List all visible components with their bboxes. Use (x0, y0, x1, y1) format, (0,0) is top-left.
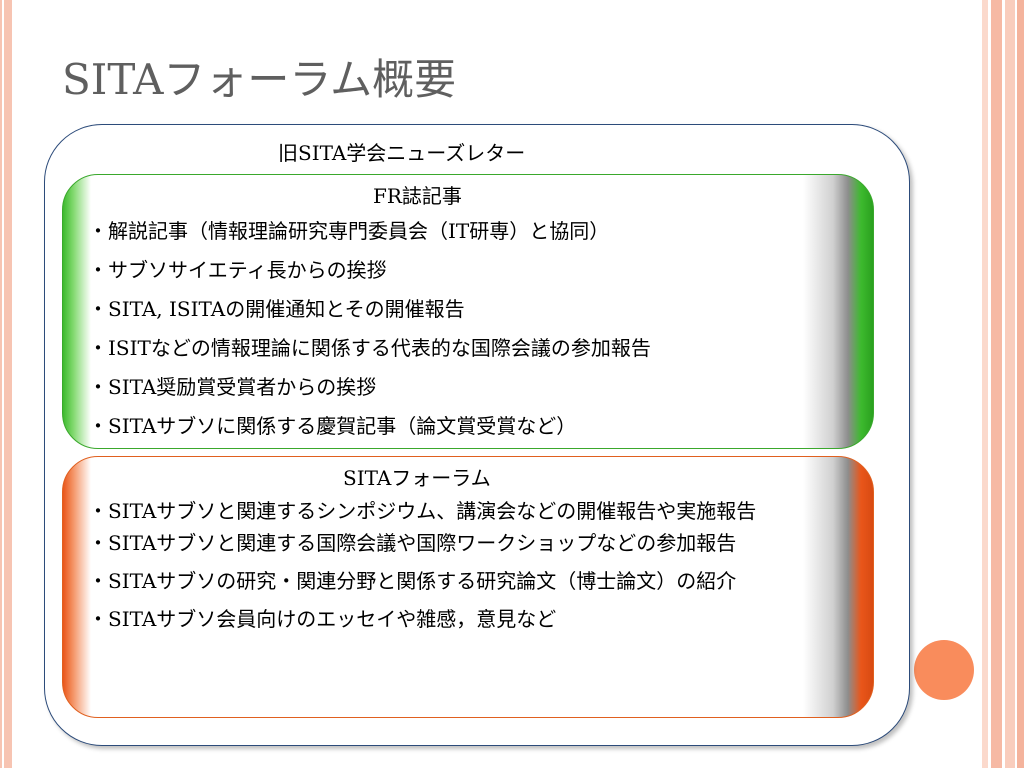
list-item: ・SITAサブソの研究・関連分野と関係する研究論文（博士論文）の紹介 (88, 569, 737, 593)
list-item: ・ISITなどの情報理論に関係する代表的な国際会議の参加報告 (88, 336, 651, 360)
slide-title: SITAフォーラム概要 (62, 55, 457, 104)
fr-articles-list: ・解説記事（情報理論研究専門委員会（IT研専）と協同） ・サブソサイエティ長から… (88, 218, 651, 452)
sita-forum-heading: SITAフォーラム (343, 466, 491, 490)
list-item: ・SITAサブソ会員向けのエッセイや雑感，意見など (88, 607, 557, 631)
right-decorative-stripe (982, 0, 1024, 768)
fr-articles-heading: FR誌記事 (373, 184, 462, 208)
sita-forum-panel (62, 456, 874, 718)
fr-articles-panel (62, 174, 874, 449)
list-item: ・SITAサブソに関係する慶賀記事（論文賞受賞など） (88, 414, 577, 438)
decorative-orange-dot (914, 640, 974, 700)
list-item: ・解説記事（情報理論研究専門委員会（IT研専）と協同） (88, 219, 610, 243)
list-item: ・SITAサブソと関連する国際会議や国際ワークショップなどの参加報告 (88, 531, 737, 555)
outer-box-label: 旧SITA学会ニューズレター (278, 141, 526, 165)
list-item: ・SITA, ISITAの開催通知とその開催報告 (88, 297, 465, 321)
list-item: ・サブソサイエティ長からの挨拶 (88, 258, 387, 282)
left-decorative-stripe (0, 0, 12, 768)
sita-forum-list: ・SITAサブソと関連するシンポジウム、講演会などの開催報告や実施報告 ・SIT… (88, 498, 848, 644)
list-item: ・SITAサブソと関連するシンポジウム、講演会などの開催報告や実施報告 (88, 499, 757, 523)
list-item: ・SITA奨励賞受賞者からの挨拶 (88, 375, 377, 399)
